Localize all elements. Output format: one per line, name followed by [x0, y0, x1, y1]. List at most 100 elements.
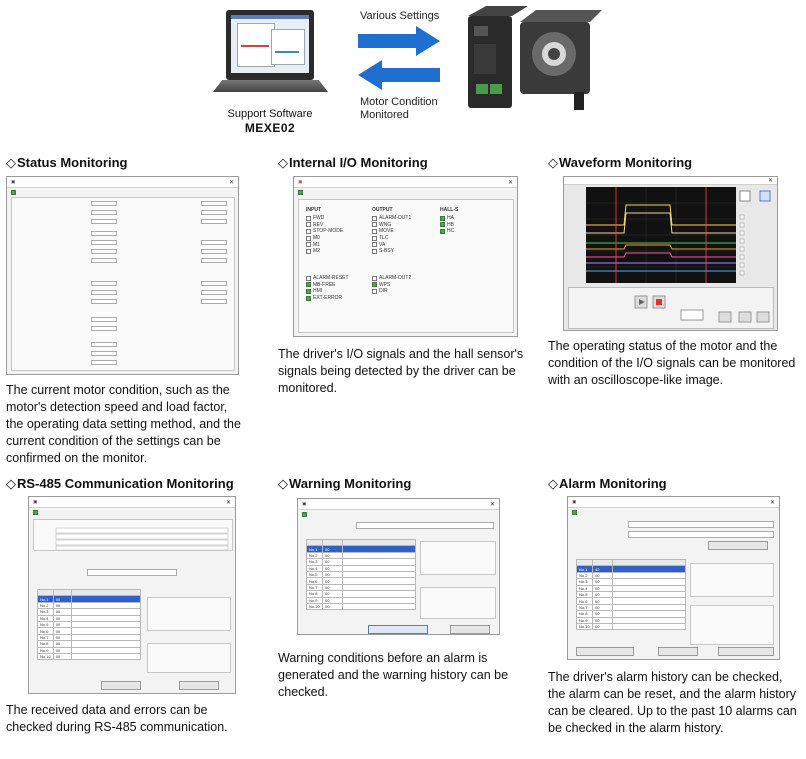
field-row [127, 249, 227, 254]
io-column-heading: OUTPUT [372, 207, 393, 213]
io-signal: ALARM-RESET [306, 275, 349, 282]
io-signal: REV [306, 222, 343, 229]
field-row [17, 299, 117, 304]
signal-off-indicator [306, 275, 311, 281]
signal-on-indicator [306, 282, 311, 288]
close-icon[interactable]: ✕ [769, 499, 775, 506]
clear-history-button[interactable] [718, 647, 774, 656]
io-signal: HC [440, 228, 458, 235]
row-message [342, 602, 416, 611]
field-row [127, 201, 227, 206]
close-icon[interactable]: ✕ [507, 179, 513, 186]
io-signal-label: ALARM-OUT1 [379, 215, 412, 222]
checkbox[interactable] [298, 190, 303, 195]
io-signal: FWD [306, 215, 343, 222]
io-signal: M1 [306, 241, 343, 248]
io-signal-label: EXT-ERROR [313, 295, 343, 302]
close-icon[interactable]: ✕ [228, 179, 234, 186]
received-data-panel [33, 519, 233, 551]
close-icon[interactable]: ✕ [489, 501, 495, 508]
alarm-detail-panel [690, 563, 774, 597]
io-signal: VA [372, 241, 411, 248]
close-button[interactable] [179, 681, 219, 690]
signal-on-indicator [306, 295, 311, 301]
io-signal: MOVE [372, 228, 411, 235]
right-arrow-icon [358, 26, 440, 56]
monitor-start-check[interactable] [29, 508, 235, 517]
monitor-start-check[interactable] [568, 508, 779, 517]
export-button[interactable] [576, 647, 634, 656]
row-message [70, 652, 142, 661]
signal-on-indicator [440, 222, 445, 228]
arrow-label-monitored: Motor Condition Monitored [360, 96, 438, 122]
field-row [17, 342, 117, 347]
signal-on-indicator [372, 282, 377, 288]
signal-off-indicator [372, 215, 377, 221]
field-row [127, 210, 227, 215]
waveform-description: The operating status of the motor and th… [548, 339, 796, 387]
software-model: MEXE02 [244, 121, 296, 135]
arrow-label-line1: Motor Condition [360, 96, 438, 108]
monitor-start-check[interactable] [7, 188, 238, 197]
close-icon[interactable]: ✕ [767, 178, 773, 184]
io-signal-label: FWD [313, 215, 325, 222]
clear-button[interactable] [368, 625, 428, 634]
field-row [127, 258, 227, 263]
signal-on-indicator [440, 215, 445, 221]
field-row [17, 258, 117, 263]
field-row [17, 281, 117, 286]
monitor-start-check[interactable] [298, 510, 499, 519]
status-monitoring-title: ◇Status Monitoring [6, 155, 128, 171]
io-column-heading: INPUT [306, 207, 321, 213]
app-icon: ▣ [33, 499, 38, 504]
diamond-bullet-icon: ◇ [278, 155, 288, 170]
checkbox[interactable] [33, 510, 38, 515]
checkbox[interactable] [302, 512, 307, 517]
current-alarm-field [628, 531, 774, 538]
monitor-start-check[interactable] [294, 188, 517, 197]
refresh-button[interactable] [658, 647, 698, 656]
io-signal-label: HA [447, 215, 454, 222]
close-icon[interactable]: ✕ [225, 499, 231, 506]
checkbox[interactable] [572, 510, 577, 515]
io-signal: HB [440, 222, 458, 229]
note-panel [147, 643, 231, 673]
field-row [17, 290, 117, 295]
alarm-description: The driver's alarm history can be checke… [548, 670, 797, 735]
signal-off-indicator [372, 288, 377, 294]
diamond-bullet-icon: ◇ [548, 155, 558, 170]
signal-off-indicator [372, 228, 377, 234]
io-signal-label: MB-FREE [313, 281, 336, 288]
io-signal-label: M0 [313, 235, 320, 242]
warning-monitoring-title: ◇Warning Monitoring [278, 476, 411, 492]
io-signal-label: MOVE [379, 228, 394, 235]
clear-button[interactable] [101, 681, 141, 690]
io-column-heading: HALL-S [440, 207, 459, 213]
checkbox[interactable] [11, 190, 16, 195]
io-signal: MB-FREE [306, 282, 349, 289]
row-number: No.10 [576, 622, 593, 631]
window-titlebar: ▣✕ [298, 499, 499, 510]
field-row [17, 351, 117, 356]
row-message [612, 622, 686, 631]
close-button[interactable] [450, 625, 490, 634]
diamond-bullet-icon: ◇ [548, 476, 558, 491]
alarm-reset-button[interactable] [708, 541, 768, 550]
diamond-bullet-icon: ◇ [278, 476, 288, 491]
left-arrow-icon [358, 60, 440, 90]
io-signal: HA [440, 215, 458, 222]
field-row [17, 360, 117, 365]
